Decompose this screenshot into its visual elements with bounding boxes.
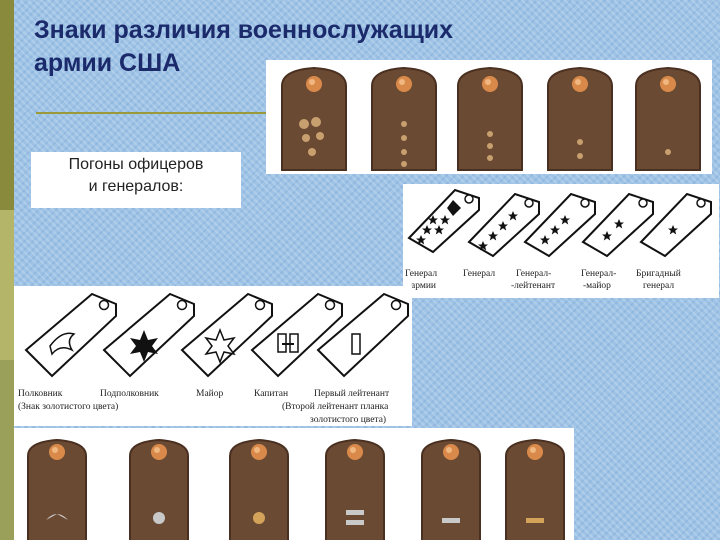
officer-caption-line1: Первый лейтенант <box>314 388 390 399</box>
general-caption-line2: -майор <box>583 280 611 291</box>
slide-title: Знаки различия военнослужащих армии США <box>34 14 453 80</box>
general-caption: Генерал армии Генерал Генерал- -лейтенан… <box>405 268 681 291</box>
photo-general-boards <box>266 60 712 174</box>
subtitle-line-1: Погоны офицеров <box>68 156 204 173</box>
officer-board-photo <box>229 439 289 540</box>
general-caption-line1: Генерал- <box>516 269 551 279</box>
general-caption-line1: Генерал <box>463 269 495 279</box>
officer-caption-line1: Полковник <box>18 389 63 399</box>
drawing-officer-boards: Полковник (Знак золотистого цвета) Подпо… <box>14 286 412 426</box>
subtitle-box: Погоны офицеров и генералов: <box>31 152 241 208</box>
general-board-photo <box>635 67 701 171</box>
general-board-photo <box>457 67 523 171</box>
general-boards-drawing: Генерал армии Генерал Генерал- -лейтенан… <box>405 189 712 291</box>
officer-caption-line1: Капитан <box>254 389 288 399</box>
general-board-photo <box>281 67 347 171</box>
officer-caption-line3: золотистого цвета) <box>310 414 386 425</box>
officer-board-drawing <box>103 293 195 377</box>
officer-caption: Полковник (Знак золотистого цвета) Подпо… <box>18 388 390 425</box>
title-line-2: армии США <box>34 49 181 77</box>
general-caption-line2: -лейтенант <box>511 280 556 291</box>
general-boards-photo <box>281 67 701 171</box>
subtitle-line-2: и генералов: <box>88 178 184 195</box>
officer-caption-line2: (Знак золотистого цвета) <box>18 401 118 412</box>
officer-caption-line1: Подполковник <box>100 389 159 399</box>
officer-board-drawing <box>251 293 343 377</box>
general-board-drawing <box>408 189 480 253</box>
drawing-general-boards: Генерал армии Генерал Генерал- -лейтенан… <box>403 184 719 298</box>
officer-board-photo <box>421 439 481 540</box>
officer-board-drawing <box>181 293 273 377</box>
general-caption-line2: армии <box>411 281 436 291</box>
general-caption-line1: Бригадный <box>636 268 681 279</box>
general-caption-line2: генерал <box>643 281 674 291</box>
officer-caption-line1: Майор <box>196 388 223 399</box>
general-board-photo <box>371 67 437 171</box>
title-underline <box>36 112 281 114</box>
title-line-1: Знаки различия военнослужащих <box>34 16 454 44</box>
general-caption-line1: Генерал- <box>581 269 616 279</box>
accent-segment <box>0 210 14 360</box>
officer-board-drawing <box>25 293 117 377</box>
accent-segment <box>0 360 14 540</box>
photo-officer-boards <box>14 428 574 540</box>
officer-board-drawing <box>317 293 409 377</box>
officer-board-photo <box>27 439 87 540</box>
officer-board-photo <box>129 439 189 540</box>
officer-board-photo <box>505 439 565 540</box>
officer-boards-photo <box>27 439 565 540</box>
left-accent-bar <box>0 0 14 540</box>
officer-board-photo <box>325 439 385 540</box>
accent-segment <box>0 0 14 210</box>
officer-caption-line2: (Второй лейтенант планка <box>282 401 389 412</box>
officer-boards-drawing: Полковник (Знак золотистого цвета) Подпо… <box>18 293 409 425</box>
general-board-photo <box>547 67 613 171</box>
general-caption-line1: Генерал <box>405 269 437 279</box>
